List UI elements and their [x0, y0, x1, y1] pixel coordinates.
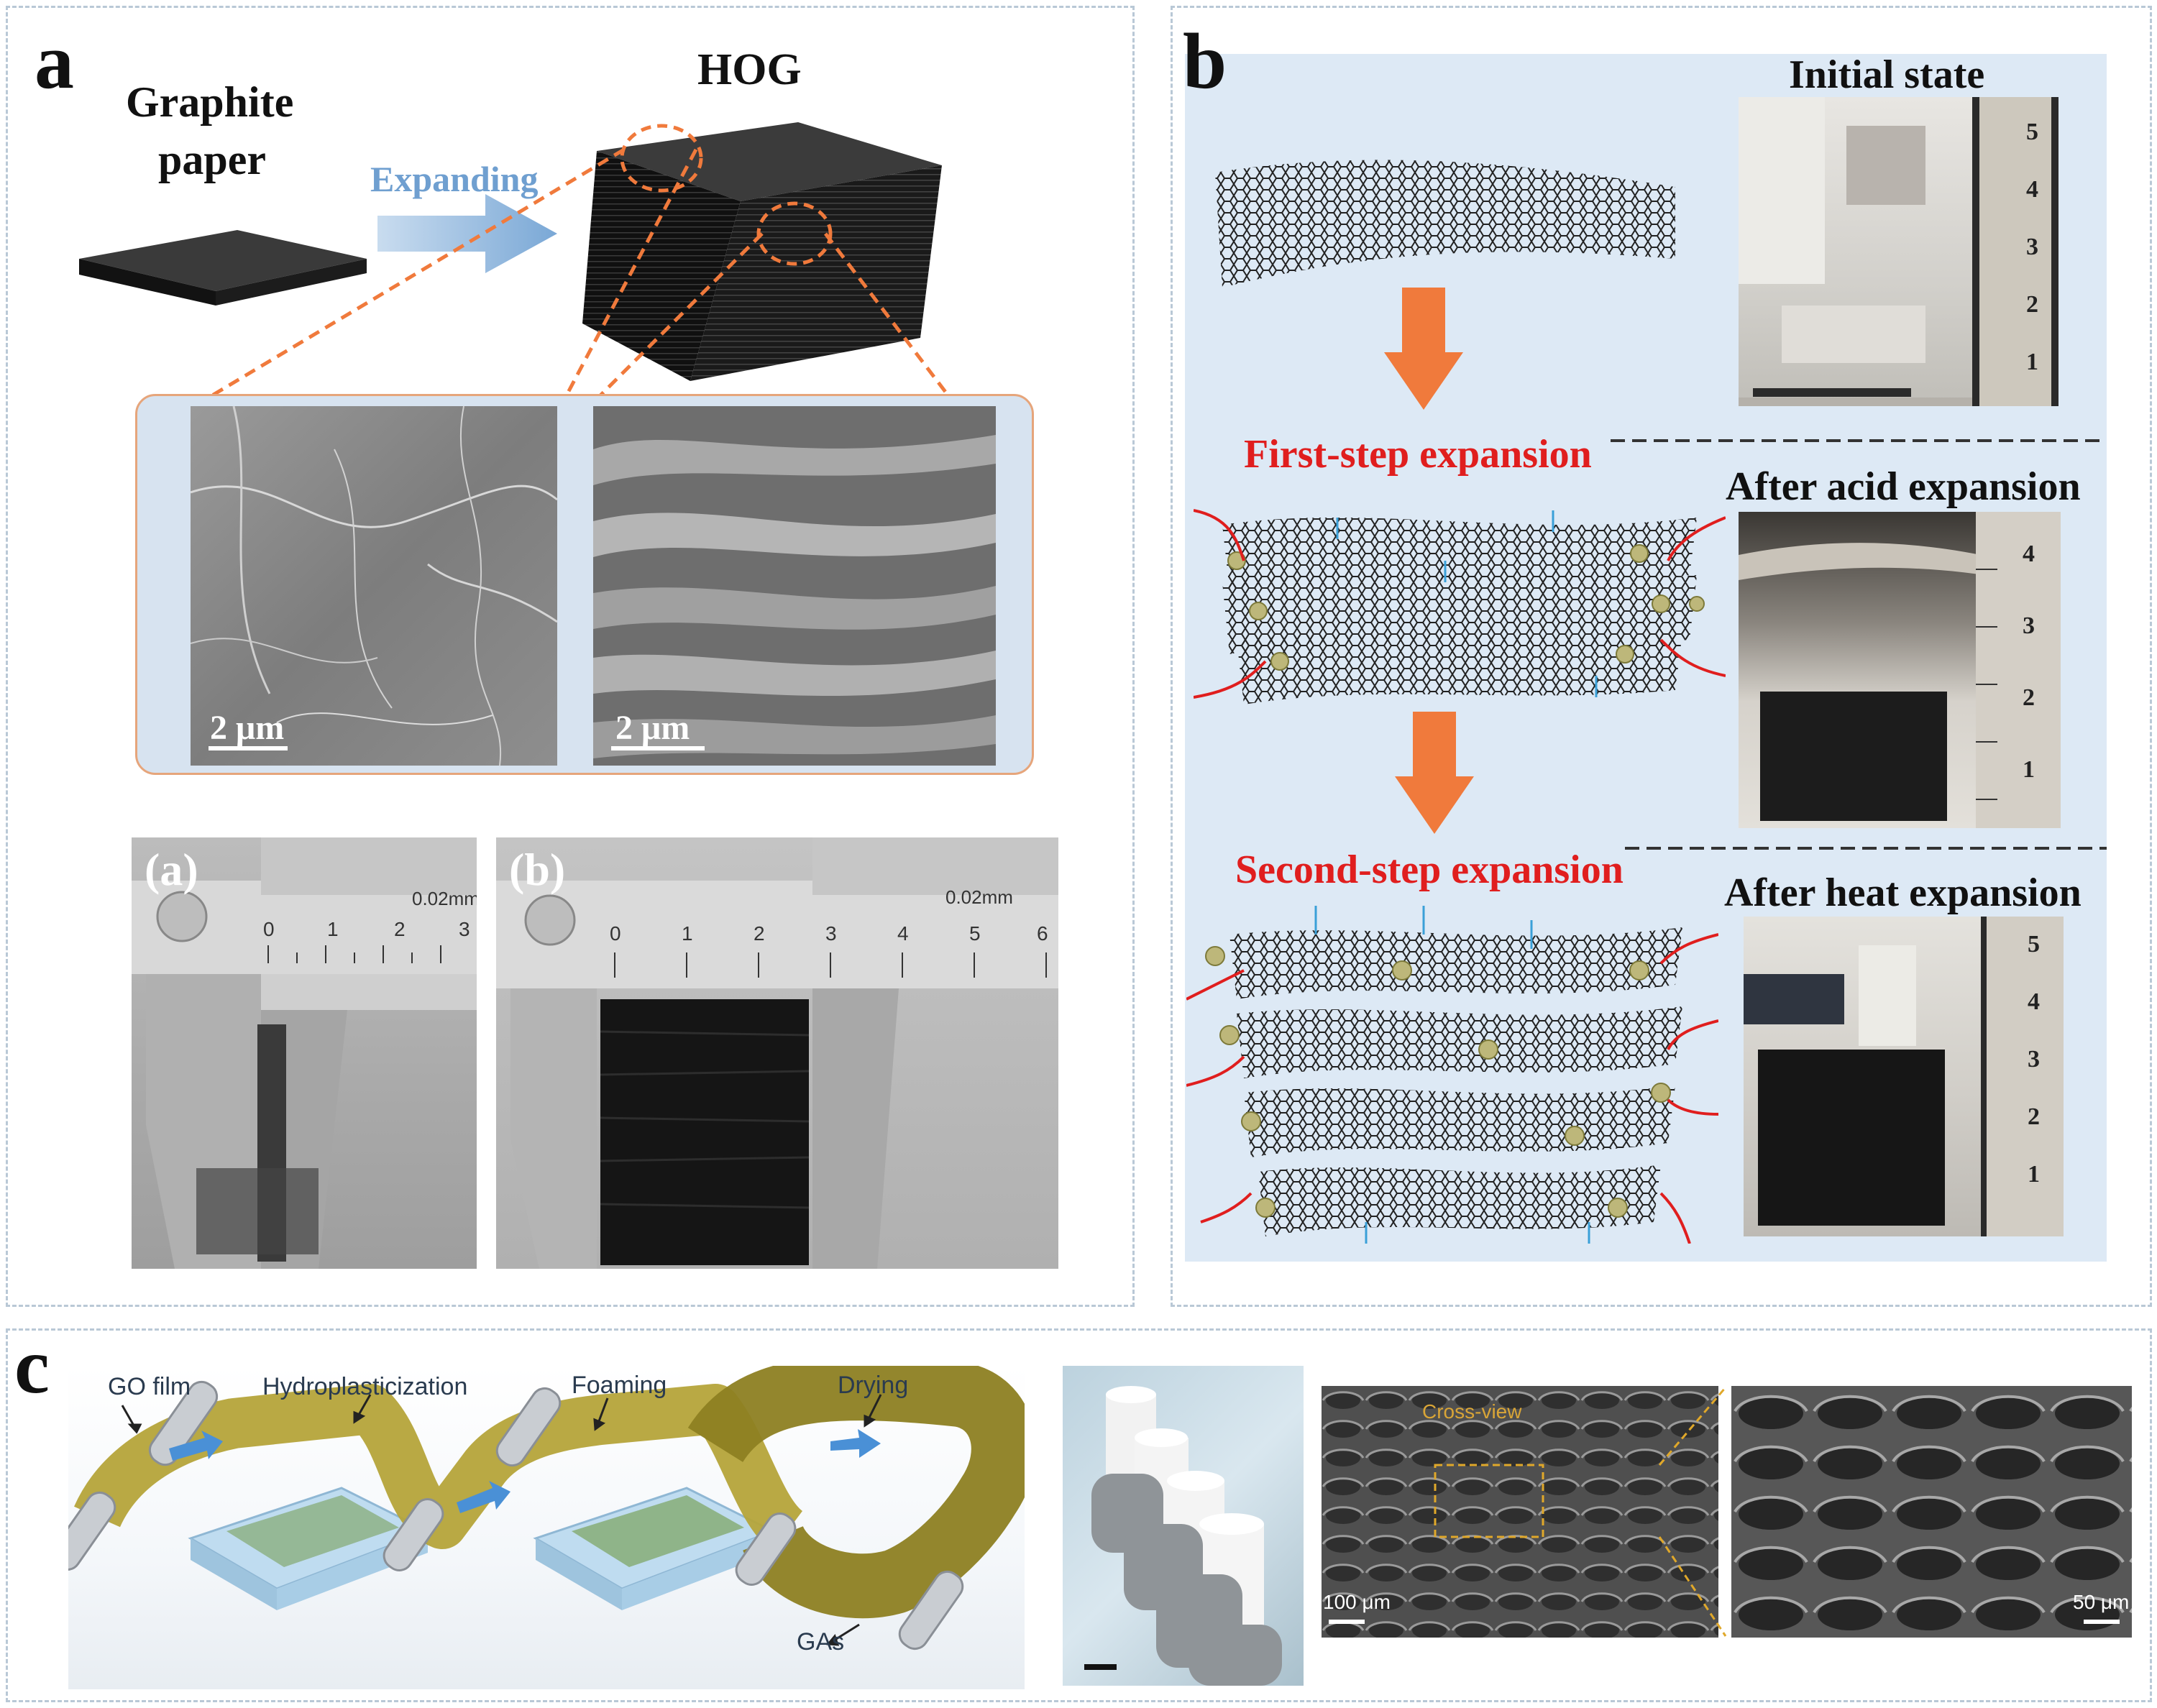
ruler3-num-2: 2 — [2028, 1103, 2040, 1130]
caliper-num-b-5: 5 — [969, 922, 981, 945]
ruler2-num-1: 1 — [2023, 756, 2035, 783]
ruler3-num-5: 5 — [2028, 931, 2040, 958]
process-drawing — [68, 1366, 1025, 1650]
ruler2-num-3: 3 — [2023, 612, 2035, 639]
rolls-photo — [1063, 1366, 1304, 1686]
caliper-num-b-1: 1 — [682, 922, 693, 945]
graphene-sheet-initial — [1215, 160, 1675, 288]
expanding-label: Expanding — [370, 159, 539, 199]
gas-label: GAs — [797, 1628, 845, 1656]
zoomed-sem: 50 μm — [1731, 1386, 2132, 1638]
after-acid-photo: 4 3 2 1 — [1739, 512, 2061, 828]
caliper-num-a-2: 2 — [394, 918, 406, 940]
down-arrow-2 — [1395, 712, 1474, 834]
caliper-num-b-6: 6 — [1037, 922, 1048, 945]
panel-a-label: a — [35, 17, 74, 105]
scale-100-label: 100 μm — [1323, 1591, 1391, 1613]
first-step-heading: First-step expansion — [1244, 432, 1592, 477]
ruler1-num-2: 2 — [2026, 291, 2038, 318]
cross-view-label: Cross-view — [1422, 1400, 1522, 1423]
graphite-paper-label-1: Graphite — [126, 78, 294, 126]
panel-b — [1171, 6, 2152, 1307]
cross-view-zoom-lines — [1658, 1387, 1727, 1637]
initial-state-heading: Initial state — [1789, 52, 1985, 97]
hog-label: HOG — [697, 45, 802, 94]
scalebar-100 — [1329, 1620, 1365, 1624]
ruler2-num-4: 4 — [2023, 541, 2035, 567]
ruler3-num-3: 3 — [2028, 1046, 2040, 1073]
after-heat-heading: After heat expansion — [1724, 871, 2082, 915]
graphene-sheet-acid — [1194, 509, 1726, 704]
dividers — [1611, 439, 2107, 850]
zoom-lines — [193, 147, 958, 408]
ruler1-num-4: 4 — [2026, 176, 2038, 203]
hydroplasticization-label: Hydroplasticization — [262, 1373, 468, 1400]
scale-50-label: 50 μm — [2073, 1591, 2130, 1613]
foaming-label: Foaming — [572, 1372, 667, 1399]
graphite-paper-block — [79, 230, 367, 306]
ruler3-num-1: 1 — [2028, 1161, 2040, 1188]
sem-image-right — [593, 406, 996, 766]
panel-c-label: c — [14, 1322, 50, 1410]
sem-image-left — [191, 406, 557, 766]
caliper-num-b-2: 2 — [754, 922, 765, 945]
caliper-photo-label-a: (a) — [145, 844, 198, 895]
after-acid-heading: After acid expansion — [1726, 464, 2081, 509]
panel-b-label: b — [1183, 17, 1227, 105]
caliper-num-b-4: 4 — [897, 922, 909, 945]
ruler3-num-4: 4 — [2028, 988, 2040, 1015]
graphite-paper-label-2: paper — [158, 136, 266, 183]
caliper-photo-a: (a) 0.02mm 0 1 2 3 — [132, 837, 477, 1269]
caliper-reading-b: 0.02mm — [945, 886, 1013, 908]
caliper-num-a-0: 0 — [263, 918, 275, 940]
cross-view-sem: Cross-view 100 μm — [1322, 1386, 1718, 1638]
sem-scalebar-left — [209, 746, 288, 750]
ruler1-num-5: 5 — [2026, 119, 2038, 145]
caliper-num-b-0: 0 — [610, 922, 621, 945]
initial-state-photo: 5 4 3 2 1 — [1739, 97, 2058, 406]
expanding-arrow — [377, 194, 557, 273]
ruler2-num-2: 2 — [2023, 684, 2035, 711]
ruler1-num-3: 3 — [2026, 234, 2038, 260]
ruler1-num-1: 1 — [2026, 349, 2038, 375]
sem-scalebar-right — [611, 746, 705, 750]
second-step-heading: Second-step expansion — [1235, 848, 1624, 892]
drying-label: Drying — [838, 1372, 909, 1399]
caliper-num-a-3: 3 — [459, 918, 470, 940]
caliper-photo-b: (b) 0.02mm 0 1 2 3 4 5 6 — [496, 837, 1058, 1269]
caliper-photo-label-b: (b) — [509, 844, 566, 895]
sem-scale-label-right: 2 μm — [615, 709, 690, 747]
sem-scale-label-left: 2 μm — [210, 709, 285, 747]
go-film-label: GO film — [108, 1373, 191, 1400]
caliper-num-a-1: 1 — [327, 918, 339, 940]
hog-cube — [582, 122, 942, 381]
caliper-num-b-3: 3 — [825, 922, 837, 945]
caliper-reading-a: 0.02mm — [412, 888, 477, 909]
panel-c — [6, 1328, 2152, 1702]
down-arrow-1 — [1384, 288, 1463, 410]
graphene-sheet-heat — [1186, 906, 1718, 1244]
panel-a — [6, 6, 1135, 1307]
scalebar-50 — [2084, 1620, 2120, 1624]
after-heat-photo: 5 4 3 2 1 — [1744, 917, 2064, 1236]
